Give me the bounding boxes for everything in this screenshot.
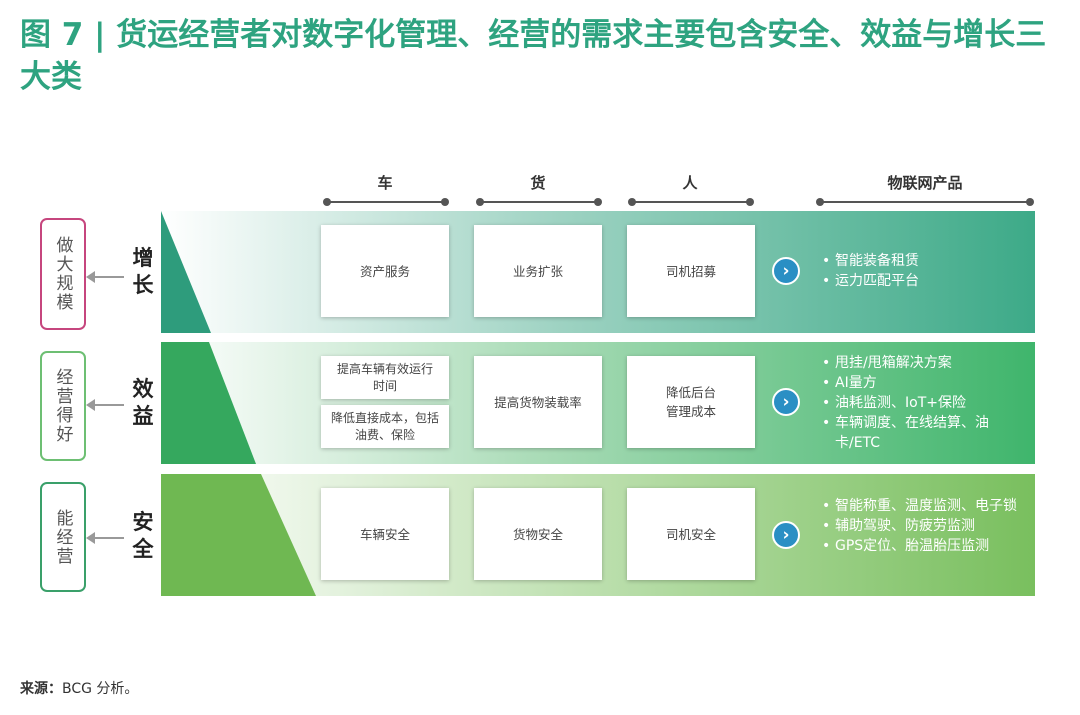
- column-line-cargo: [476, 198, 602, 206]
- iot-product-list: 智能称重、温度监测、电子锁 辅助驾驶、防疲劳监测 GPS定位、胎温胎压监测: [822, 496, 1030, 556]
- list-item: AI量方: [822, 373, 1030, 393]
- band-efficiency: 提高车辆有效运行时间 降低直接成本，包括油费、保险 提高货物装载率 降低后台管理…: [161, 342, 1035, 464]
- card-business-expansion: 业务扩张: [474, 225, 602, 317]
- chevron-right-icon: ›: [772, 388, 800, 416]
- column-line-iot-products: [816, 198, 1034, 206]
- list-item: 辅助驾驶、防疲劳监测: [822, 516, 1030, 536]
- left-arrow-icon: [86, 271, 124, 283]
- list-item: 车辆调度、在线结算、油卡/ETC: [822, 413, 1030, 453]
- column-header-people: 人: [682, 174, 698, 192]
- row-label-efficiency: 效益: [132, 377, 154, 428]
- card-vehicle-safety: 车辆安全: [321, 488, 449, 580]
- source-label: 来源：: [20, 681, 62, 697]
- side-box-scale: 做大规模: [40, 218, 86, 330]
- card-asset-service: 资产服务: [321, 225, 449, 317]
- column-line-people: [628, 198, 754, 206]
- column-line-vehicle: [323, 198, 449, 206]
- side-box-label: 能经营: [52, 508, 73, 566]
- side-box-can-operate: 能经营: [40, 482, 86, 592]
- column-header-vehicle: 车: [377, 174, 393, 192]
- card-load-rate: 提高货物装载率: [474, 356, 602, 448]
- list-item: 智能装备租赁: [822, 251, 1030, 271]
- row-label-safety: 安全: [132, 510, 154, 561]
- left-arrow-icon: [86, 532, 124, 544]
- chevron-right-icon: ›: [772, 257, 800, 285]
- list-item: GPS定位、胎温胎压监测: [822, 536, 1030, 556]
- list-item: 甩挂/甩箱解决方案: [822, 353, 1030, 373]
- card-vehicle-uptime: 提高车辆有效运行时间: [321, 356, 449, 399]
- list-item: 运力匹配平台: [822, 271, 1030, 291]
- card-driver-safety: 司机安全: [627, 488, 755, 580]
- chevron-right-icon: ›: [772, 521, 800, 549]
- side-box-label: 做大规模: [52, 236, 73, 312]
- row-label-growth: 增长: [132, 246, 154, 297]
- iot-product-list: 智能装备租赁 运力匹配平台: [822, 251, 1030, 291]
- page-title: 图 7 | 货运经营者对数字化管理、经营的需求主要包含安全、效益与增长三大类: [20, 17, 1047, 95]
- card-direct-cost: 降低直接成本，包括油费、保险: [321, 405, 449, 448]
- column-header-iot-products: 物联网产品: [887, 174, 963, 192]
- list-item: 油耗监测、IoT+保险: [822, 393, 1030, 413]
- source-text: BCG 分析。: [62, 681, 139, 697]
- card-cargo-safety: 货物安全: [474, 488, 602, 580]
- card-driver-recruitment: 司机招募: [627, 225, 755, 317]
- source-note: 来源：BCG 分析。: [20, 678, 138, 698]
- left-arrow-icon: [86, 399, 124, 411]
- band-safety: 车辆安全 货物安全 司机安全 › 智能称重、温度监测、电子锁 辅助驾驶、防疲劳监…: [161, 474, 1035, 596]
- column-header-cargo: 货: [530, 174, 546, 192]
- side-box-operate-well: 经营得好: [40, 351, 86, 461]
- card-backoffice-cost: 降低后台管理成本: [627, 356, 755, 448]
- side-box-label: 经营得好: [52, 368, 73, 444]
- iot-product-list: 甩挂/甩箱解决方案 AI量方 油耗监测、IoT+保险 车辆调度、在线结算、油卡/…: [822, 353, 1030, 453]
- band-growth: 资产服务 业务扩张 司机招募 › 智能装备租赁 运力匹配平台: [161, 211, 1035, 333]
- list-item: 智能称重、温度监测、电子锁: [822, 496, 1030, 516]
